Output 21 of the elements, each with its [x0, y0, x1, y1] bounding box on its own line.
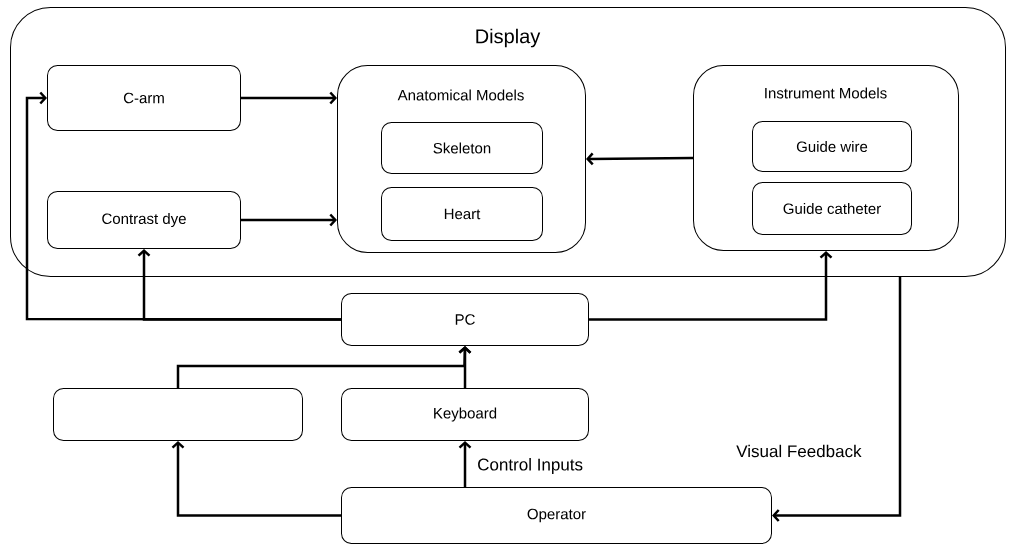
process-box: Contrast dye: [47, 191, 241, 249]
process-box: Guide catheter: [752, 182, 912, 235]
arrow: [458, 441, 472, 487]
process-box: Skeleton: [381, 122, 543, 174]
edge-label: Control Inputs: [476, 457, 585, 475]
arrow: [772, 276, 902, 522]
arrow: [458, 346, 472, 388]
arrow: [589, 251, 833, 321]
arrow: [241, 91, 337, 105]
process-box: Keyboard: [341, 388, 589, 441]
empty-box: [53, 388, 303, 441]
process-box: PC: [341, 293, 589, 346]
process-box: C-arm: [47, 65, 241, 131]
arrow: [586, 152, 694, 166]
arrow: [241, 213, 337, 227]
process-box: Operator: [341, 487, 772, 544]
process-box: Heart: [381, 187, 543, 241]
arrow: [171, 441, 341, 517]
process-box: Guide wire: [752, 121, 912, 172]
arrow: [137, 249, 341, 321]
edge-label: Visual Feedback: [735, 443, 863, 459]
